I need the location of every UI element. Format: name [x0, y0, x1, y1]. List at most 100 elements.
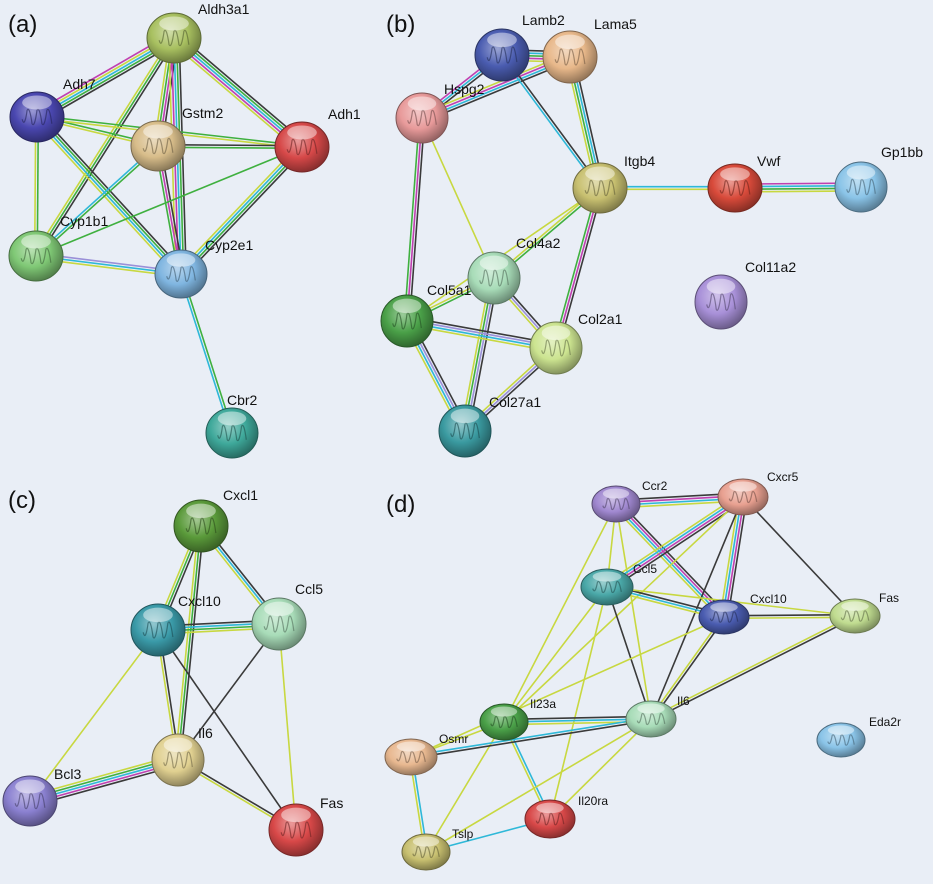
node-adh7[interactable]: Adh7	[9, 76, 96, 143]
node-col5a1[interactable]: Col5a1	[380, 282, 472, 348]
node-bubble[interactable]	[698, 599, 750, 635]
protein-structure-icon	[14, 792, 46, 810]
node-label: Bcl3	[54, 766, 81, 782]
node-ccl5[interactable]: Ccl5	[580, 562, 657, 606]
edge-line-yellow	[425, 718, 652, 853]
node-hspg2[interactable]: Hspg2	[395, 81, 485, 144]
node-bubble[interactable]	[274, 121, 330, 173]
edge-line-black	[411, 719, 652, 760]
node-il6[interactable]: Il6	[151, 725, 213, 787]
node-gloss	[555, 34, 585, 50]
node-cxcr5[interactable]: Cxcr5	[717, 470, 799, 516]
node-bubble[interactable]	[479, 703, 529, 741]
node-cyp1b1[interactable]: Cyp1b1	[8, 213, 108, 282]
node-il23a[interactable]: Il23a	[479, 697, 556, 741]
node-gp1bb[interactable]: Gp1bb	[834, 144, 923, 213]
node-bubble[interactable]	[834, 161, 888, 213]
node-bubble[interactable]	[694, 274, 748, 330]
node-gloss	[281, 807, 311, 823]
node-cyp2e1[interactable]: Cyp2e1	[154, 237, 253, 299]
node-bubble[interactable]	[268, 803, 324, 857]
node-bubble[interactable]	[591, 485, 641, 523]
edge-line-green	[37, 115, 183, 274]
node-col2a1[interactable]: Col2a1	[529, 311, 623, 375]
node-tslp[interactable]: Tslp	[401, 827, 474, 871]
node-cxcl1[interactable]: Cxcl1	[173, 487, 258, 553]
node-cxcl10[interactable]: Cxcl10	[130, 593, 221, 657]
node-label: Col2a1	[578, 311, 623, 327]
node-itgb4[interactable]: Itgb4	[572, 153, 655, 214]
node-bubble[interactable]	[395, 92, 449, 144]
node-lamb2[interactable]: Lamb2	[474, 12, 565, 82]
node-bubble[interactable]	[529, 321, 583, 375]
node-bubble[interactable]	[580, 568, 634, 606]
node-bubble[interactable]	[467, 251, 521, 305]
protein-structure-icon	[185, 517, 217, 535]
node-cxcl10[interactable]: Cxcl10	[698, 592, 787, 635]
node-fas[interactable]: Fas	[268, 795, 343, 857]
node-bubble[interactable]	[438, 404, 492, 458]
node-label: Cyp1b1	[60, 213, 108, 229]
edge-itgb4-col2a1	[552, 187, 604, 349]
node-eda2r[interactable]: Eda2r	[816, 715, 901, 758]
node-bubble[interactable]	[707, 163, 763, 213]
node-gloss	[841, 601, 869, 611]
node-bubble[interactable]	[829, 598, 881, 634]
edge-line-cyan	[500, 55, 600, 190]
node-bubble[interactable]	[816, 722, 866, 758]
protein-structure-icon	[142, 137, 174, 155]
node-col11a2[interactable]: Col11a2	[694, 259, 796, 330]
node-ccr2[interactable]: Ccr2	[591, 479, 668, 523]
node-ccl5[interactable]: Ccl5	[251, 581, 323, 651]
node-aldh3a1[interactable]: Aldh3a1	[146, 1, 250, 64]
node-il6[interactable]: Il6	[625, 694, 690, 738]
node-gstm2[interactable]: Gstm2	[130, 105, 223, 172]
edge-line-yellow	[503, 496, 744, 723]
protein-structure-icon	[163, 751, 193, 769]
edge-line-yellow	[29, 629, 159, 802]
node-bubble[interactable]	[146, 12, 202, 64]
node-col4a2[interactable]: Col4a2	[467, 235, 561, 305]
node-bubble[interactable]	[474, 28, 530, 82]
node-bubble[interactable]	[8, 230, 64, 282]
node-gloss	[21, 234, 51, 249]
node-bubble[interactable]	[154, 249, 208, 299]
node-bubble[interactable]	[251, 597, 307, 651]
edge-cxcr5-il23a	[503, 496, 744, 723]
node-bubble[interactable]	[625, 700, 677, 738]
edge-ccl5-fas	[278, 623, 297, 831]
node-gloss	[710, 602, 738, 612]
node-gloss	[827, 725, 855, 735]
protein-structure-icon	[450, 422, 480, 440]
node-fas[interactable]: Fas	[829, 591, 899, 634]
node-bubble[interactable]	[401, 833, 451, 871]
node-bubble[interactable]	[542, 30, 598, 84]
node-cbr2[interactable]: Cbr2	[205, 392, 259, 459]
node-bubble[interactable]	[9, 91, 65, 143]
node-col27a1[interactable]: Col27a1	[438, 394, 541, 458]
edge-line-green	[181, 147, 304, 276]
node-bubble[interactable]	[130, 120, 186, 172]
node-bubble[interactable]	[151, 733, 205, 787]
protein-structure-icon	[584, 179, 616, 197]
node-bubble[interactable]	[205, 407, 259, 459]
node-lama5[interactable]: Lama5	[542, 16, 637, 84]
node-vwf[interactable]: Vwf	[707, 153, 780, 213]
edge-il6-tslp	[425, 718, 652, 853]
node-osmr[interactable]: Osmr	[384, 732, 468, 776]
node-bubble[interactable]	[384, 738, 438, 776]
edge-cxcr5-cxcl10	[719, 496, 748, 618]
node-il20ra[interactable]: Il20ra	[524, 794, 608, 839]
node-adh1[interactable]: Adh1	[274, 106, 361, 173]
node-bubble[interactable]	[572, 162, 628, 214]
node-label: Cyp2e1	[205, 237, 253, 253]
node-label: Cxcl1	[223, 487, 258, 503]
node-bubble[interactable]	[130, 603, 186, 657]
node-bubble[interactable]	[2, 775, 58, 827]
node-bubble[interactable]	[717, 478, 769, 516]
node-bubble[interactable]	[380, 294, 434, 348]
node-bubble[interactable]	[173, 499, 229, 553]
node-bcl3[interactable]: Bcl3	[2, 766, 81, 827]
node-bubble[interactable]	[524, 799, 576, 839]
